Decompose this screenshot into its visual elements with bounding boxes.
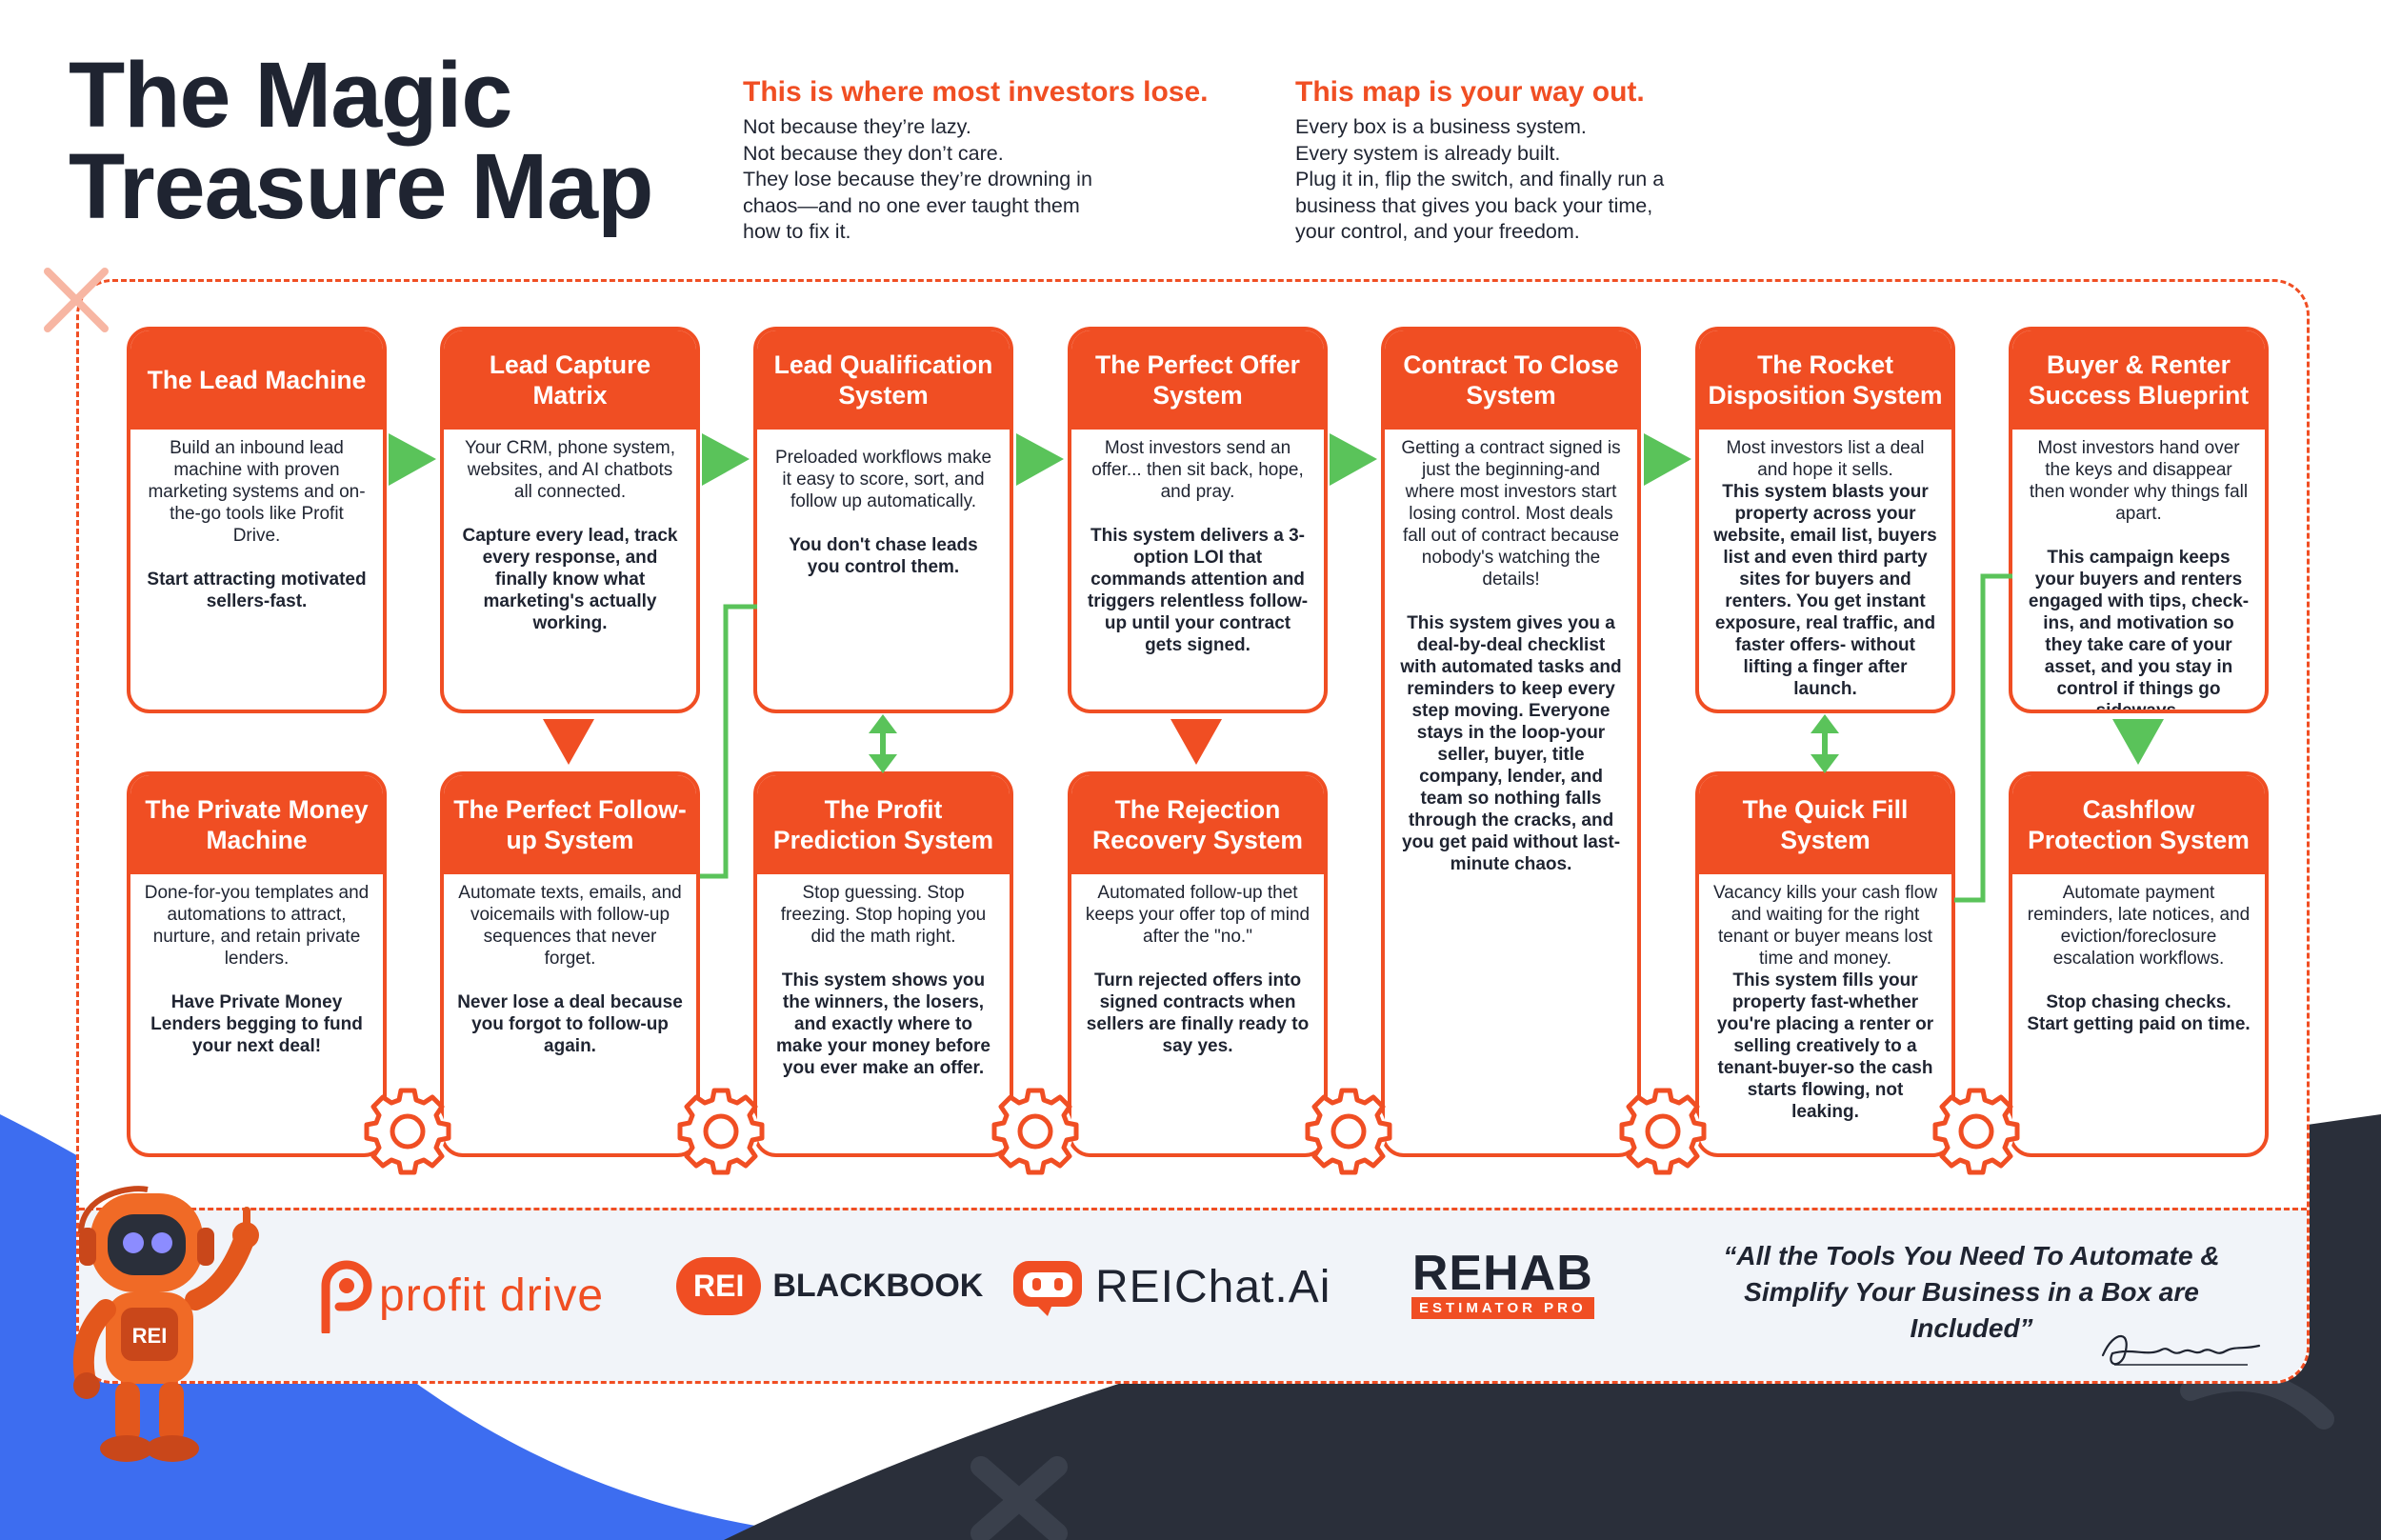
card-private-money: The Private Money Machine Done-for-you t… <box>127 771 387 1157</box>
quote-line-2: Simplify Your Business in a Box are Incl… <box>1744 1277 2199 1343</box>
intro-left-line: how to fix it. <box>743 220 851 243</box>
card-text: Most investors list a deal and hope it s… <box>1726 438 1925 480</box>
card-text: Automated follow-up thet keeps your offe… <box>1085 883 1311 947</box>
card-perfect-follow-up: The Perfect Follow-up System Automate te… <box>440 771 700 1157</box>
card-rocket-disposition: The Rocket Disposition System Most inves… <box>1695 327 1955 713</box>
intro-left-line: Not because they don’t care. <box>743 141 1004 165</box>
card-title: Cashflow Protection System <box>2012 775 2265 874</box>
chatbot-icon <box>1013 1261 1082 1316</box>
quote-line-1: “All the Tools You Need To Automate & <box>1723 1241 2220 1270</box>
card-title: Contract To Close System <box>1385 330 1637 430</box>
intro-right: This map is your way out. Every box is a… <box>1295 76 1800 246</box>
robot-mascot-icon: REI <box>72 1186 259 1462</box>
intro-right-line: business that gives you back your time, <box>1295 193 1653 217</box>
card-bold-text: Stop chasing checks. Start getting paid … <box>2027 992 2251 1034</box>
card-title: The Quick Fill System <box>1699 775 1951 874</box>
card-bold-text: This campaign keeps your buyers and rent… <box>2028 548 2250 713</box>
card-text: Most investors send an offer... then sit… <box>1091 438 1304 502</box>
intro-left-heading: This is where most investors lose. <box>743 76 1209 108</box>
page-title: The Magic Treasure Map <box>69 43 653 238</box>
card-text: Done-for-you templates and automations t… <box>144 883 370 969</box>
card-contract-to-close: Contract To Close System Getting a contr… <box>1381 327 1641 1157</box>
card-title: The Perfect Follow-up System <box>444 775 696 874</box>
rei-badge: REI <box>676 1257 762 1315</box>
card-title: Lead Capture Matrix <box>444 330 696 430</box>
intro-left-line: Not because they’re lazy. <box>743 115 971 138</box>
card-text: Stop guessing. Stop freezing. Stop hopin… <box>780 883 987 947</box>
profit-drive-logo: profit drive <box>314 1257 604 1333</box>
card-cashflow-protection: Cashflow Protection System Automate paym… <box>2009 771 2269 1157</box>
intro-right-line: your control, and your freedom. <box>1295 220 1580 243</box>
tagline-quote: “All the Tools You Need To Automate & Si… <box>1686 1238 2257 1347</box>
intro-right-heading: This map is your way out. <box>1295 76 1645 108</box>
card-title: The Profit Prediction System <box>757 775 1010 874</box>
intro-left: This is where most investors lose. Not b… <box>743 76 1248 246</box>
card-perfect-offer: The Perfect Offer System Most investors … <box>1068 327 1328 713</box>
card-text: Getting a contract signed is just the be… <box>1401 438 1621 590</box>
card-title: Buyer & Renter Success Blueprint <box>2012 330 2265 430</box>
card-buyer-renter-blueprint: Buyer & Renter Success Blueprint Most in… <box>2009 327 2269 713</box>
intro-left-line: They lose because they’re drowning in <box>743 168 1092 190</box>
card-title: Lead Qualification System <box>757 330 1010 430</box>
card-text: Automate payment reminders, late notices… <box>2027 883 2251 969</box>
card-profit-prediction: The Profit Prediction System Stop guessi… <box>753 771 1013 1157</box>
rehab-estimator-logo: REHAB ESTIMATOR PRO <box>1411 1246 1594 1319</box>
card-bold-text: This system shows you the winners, the l… <box>776 970 990 1078</box>
footer-divider <box>79 1208 2307 1210</box>
card-bold-text: Have Private Money Lenders begging to fu… <box>150 992 363 1056</box>
card-text: Most investors hand over the keys and di… <box>2029 438 2249 524</box>
card-bold-text: This system fills your property fast-whe… <box>1716 970 1934 1122</box>
card-title: The Private Money Machine <box>130 775 383 874</box>
card-bold-text: Start attracting motivated sellers-fast. <box>147 570 367 611</box>
card-bold-text: Turn rejected offers into signed contrac… <box>1086 970 1310 1056</box>
footer-band <box>79 1208 2307 1381</box>
card-lead-qualification: Lead Qualification System Preloaded work… <box>753 327 1013 713</box>
card-bold-text: This system delivers a 3-option LOI that… <box>1087 526 1309 655</box>
robot-chest-label: REI <box>132 1324 168 1348</box>
card-bold-text: You don't chase leads you control them. <box>789 535 978 577</box>
reichat-logo: REIChat.Ai <box>1010 1255 1331 1318</box>
card-text: Automate texts, emails, and voicemails w… <box>458 883 682 969</box>
rei-blackbook-logo: REI BLACKBOOK <box>676 1257 983 1315</box>
intro-right-line: Every box is a business system. <box>1295 115 1587 138</box>
x-mark-icon <box>44 268 109 332</box>
profit-drive-wordmark: profit drive <box>379 1270 605 1321</box>
title-line-2: Treasure Map <box>69 134 653 238</box>
card-text: Preloaded workflows make it easy to scor… <box>774 448 992 511</box>
intro-right-line: Every system is already built. <box>1295 141 1561 165</box>
card-rejection-recovery: The Rejection Recovery System Automated … <box>1068 771 1328 1157</box>
rehab-wordmark: REHAB <box>1411 1246 1593 1301</box>
card-bold-text: This system blasts your property across … <box>1713 482 1937 699</box>
reichat-wordmark: REIChat.Ai <box>1095 1261 1331 1312</box>
card-bold-text: This system gives you a deal-by-deal che… <box>1400 613 1622 874</box>
intro-right-line: Plug it in, flip the switch, and finally… <box>1295 168 1665 190</box>
card-text: Vacancy kills your cash flow and waiting… <box>1712 883 1938 969</box>
card-lead-machine: The Lead Machine Build an inbound lead m… <box>127 327 387 713</box>
dark-x-shape <box>970 1456 1068 1540</box>
card-bold-text: Capture every lead, track every response… <box>462 526 678 633</box>
card-quick-fill: The Quick Fill System Vacancy kills your… <box>1695 771 1955 1157</box>
card-title: The Rejection Recovery System <box>1071 775 1324 874</box>
blackbook-wordmark: BLACKBOOK <box>772 1268 984 1304</box>
title-line-1: The Magic <box>69 43 512 147</box>
signature-icon <box>2101 1334 2261 1366</box>
profit-drive-icon <box>321 1260 372 1333</box>
card-title: The Lead Machine <box>130 330 383 430</box>
card-bold-text: Never lose a deal because you forgot to … <box>457 992 683 1056</box>
blue-wave-shape <box>0 1114 933 1540</box>
card-title: The Perfect Offer System <box>1071 330 1324 430</box>
intro-left-line: chaos—and no one ever taught them <box>743 193 1080 217</box>
card-title: The Rocket Disposition System <box>1699 330 1951 430</box>
card-text: Your CRM, phone system, websites, and AI… <box>464 438 676 502</box>
card-text: Build an inbound lead machine with prove… <box>148 438 366 546</box>
rehab-subtitle: ESTIMATOR PRO <box>1411 1297 1594 1319</box>
card-lead-capture-matrix: Lead Capture Matrix Your CRM, phone syst… <box>440 327 700 713</box>
